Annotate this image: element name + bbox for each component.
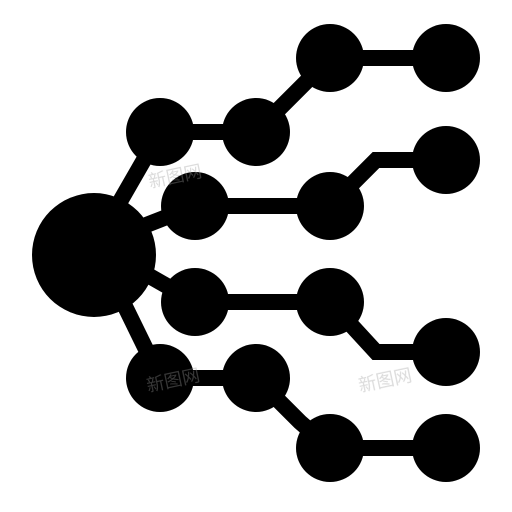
node-third-b [296,268,364,336]
node-second-c [412,126,480,194]
nodes [32,24,480,482]
watermark-text: 新图网 [357,365,414,397]
node-third-a [161,268,229,336]
node-lower-a [126,344,194,412]
node-upper-b [222,98,290,166]
node-second-a [161,172,229,240]
node-second-b [296,172,364,240]
node-upper-c [296,24,364,92]
node-upper-a [126,98,194,166]
node-lower-c [296,414,364,482]
node-third-c [412,318,480,386]
node-upper-d [412,24,480,92]
node-lower-b [222,344,290,412]
node-lower-d [412,414,480,482]
hub-node [32,193,156,317]
